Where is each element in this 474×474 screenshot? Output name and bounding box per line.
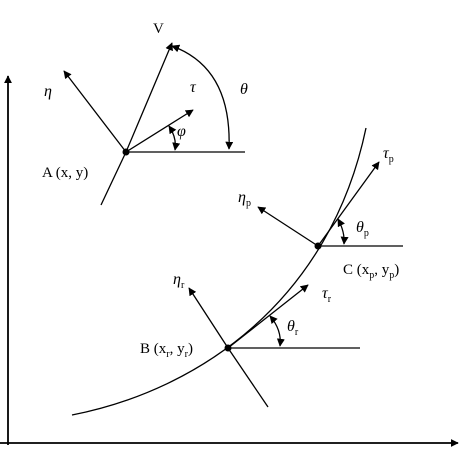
c-theta-arc [337, 218, 349, 245]
point-b-label: B (xr, yr) [140, 341, 193, 360]
theta-p-label: θp [356, 219, 369, 239]
b-normal-line [227, 347, 269, 408]
point-c-group: C (xp, yp) ηp τp θp [238, 145, 403, 281]
tau-r-label: τr [322, 285, 332, 305]
c-eta-vector [257, 206, 319, 247]
eta-p-label: ηp [238, 189, 251, 209]
a-theta-arc [171, 44, 234, 150]
c-tau-vector [317, 161, 380, 247]
point-b-dot [224, 344, 232, 352]
point-b-group: B (xr, yr) ηr τr θr [140, 271, 360, 408]
phi-label: φ [177, 123, 186, 140]
b-tau-vector [227, 284, 309, 349]
b-eta-vector [188, 287, 229, 349]
point-a-label: A (x, y) [42, 165, 88, 181]
point-a-dot [122, 148, 130, 156]
theta-label: θ [240, 81, 248, 98]
a-phi-arc [168, 125, 181, 151]
point-a-group: A (x, y) V η τ φ θ [42, 21, 248, 206]
trajectory-curve [71, 127, 367, 416]
a-eta-vector [63, 70, 127, 153]
tau-label: τ [190, 79, 197, 96]
theta-r-label: θr [287, 318, 299, 338]
a-tangent-line [100, 151, 127, 206]
eta-r-label: ηr [173, 271, 185, 291]
velocity-label: V [153, 21, 164, 37]
eta-label: η [44, 83, 52, 100]
tau-p-label: τp [383, 145, 394, 165]
point-c-dot [314, 242, 322, 250]
point-c-label: C (xp, yp) [343, 262, 399, 281]
b-theta-arc [269, 315, 285, 347]
a-velocity-vector [125, 42, 173, 153]
